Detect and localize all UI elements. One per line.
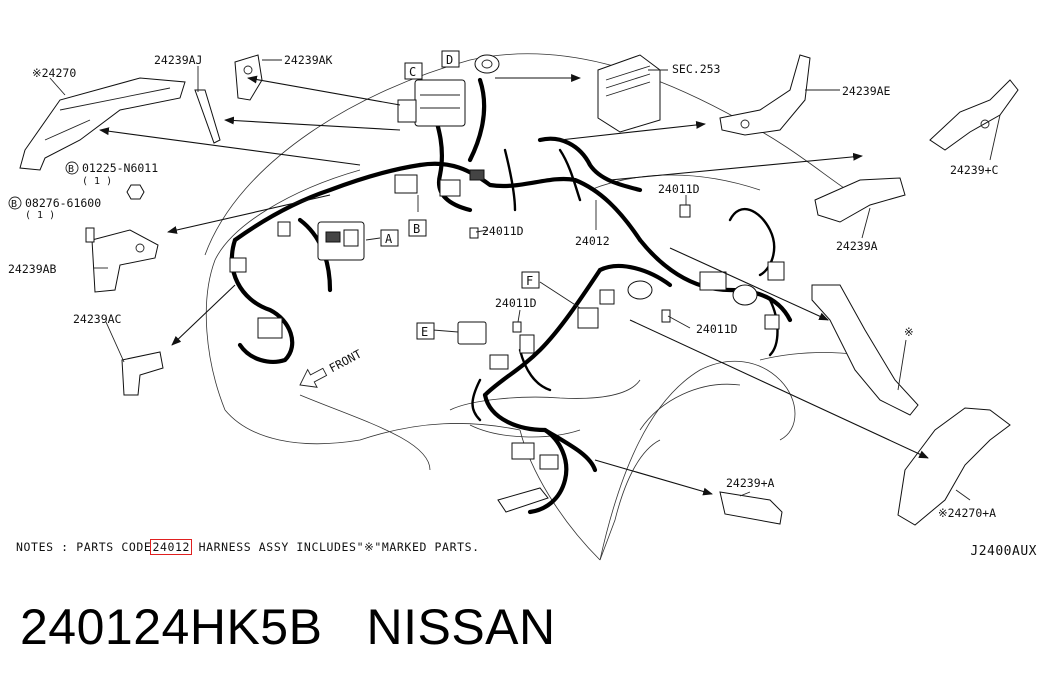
label-24011d-left: 24011D (495, 296, 537, 310)
notes-prefix: NOTES : PARTS CODE (16, 540, 152, 554)
relay-block-a (317, 221, 365, 261)
connector-f (577, 280, 653, 329)
bracket-24239ae (719, 54, 811, 136)
bolt-marker-2: B (11, 199, 17, 210)
harness-diagram: FRONT ※24270 24239AJ 24239AK SEC.253 242… (8, 50, 1019, 561)
bracket-24239ak (234, 54, 263, 101)
bolt-marker-1: B (68, 164, 74, 175)
label-24012: 24012 (575, 234, 610, 248)
left-connectors (229, 221, 291, 339)
label-bolt-08276-qty: ( 1 ) (25, 210, 55, 221)
label-24011d-mid: 24011D (482, 224, 524, 238)
callout-b: B (413, 222, 420, 236)
notes-highlighted-code: 24012 (150, 539, 193, 555)
bracket-24239aj (194, 89, 221, 144)
label-bolt-01225-qty: ( 1 ) (82, 176, 112, 187)
notes-line: NOTES : PARTS CODE24012 HARNESS ASSY INC… (16, 539, 480, 555)
car-body-outline (204, 53, 881, 561)
notes-suffix: HARNESS ASSY INCLUDES"※"MARKED PARTS. (191, 540, 480, 554)
right-connectors (699, 261, 785, 330)
brand-name: NISSAN (366, 599, 556, 655)
label-24239plusa: 24239+A (726, 476, 775, 490)
callout-d: D (446, 53, 453, 67)
grommet-d (474, 54, 500, 74)
callout-e: E (421, 325, 428, 339)
bracket-24239a (814, 177, 906, 223)
label-24011d-top: 24011D (658, 182, 700, 196)
bracket-24270 (19, 77, 186, 171)
lower-connectors (497, 442, 559, 513)
bracket-star-right (811, 284, 919, 416)
leader-arrows (49, 59, 1001, 501)
diagram-id: J2400AUX (970, 544, 1037, 559)
label-24239ac: 24239AC (73, 312, 122, 326)
bracket-24239c (929, 79, 1019, 151)
ecm-module (597, 54, 661, 133)
callout-boxes: A B C D E F (380, 50, 540, 340)
label-24239ak: 24239AK (284, 53, 333, 67)
label-24239a: 24239A (836, 239, 878, 253)
label-sec253: SEC.253 (672, 62, 721, 76)
part-number: 240124HK5B (20, 599, 323, 655)
label-bolt-01225: 01225-N6011 (82, 161, 158, 175)
label-24239aj: 24239AJ (154, 53, 202, 67)
connector-e (457, 321, 535, 370)
bracket-24239ab (91, 229, 159, 293)
label-24270: ※24270 (32, 66, 76, 80)
front-label: FRONT (327, 347, 364, 376)
part-labels: ※24270 24239AJ 24239AK SEC.253 24239AE B… (8, 53, 999, 520)
front-indicator: FRONT (299, 347, 364, 388)
bracket-24239ac (121, 351, 164, 396)
label-24239ab: 24239AB (8, 262, 57, 276)
label-24270a: ※24270+A (938, 506, 996, 520)
callout-a: A (385, 232, 393, 246)
callout-f: F (526, 274, 533, 288)
label-star-part: ※ (904, 325, 914, 339)
bracket-24270a (897, 407, 1011, 526)
label-24011d-right: 24011D (696, 322, 738, 336)
callout-c: C (409, 65, 416, 79)
label-24239ae: 24239AE (842, 84, 891, 98)
bolt-icons (85, 184, 691, 333)
label-24239c: 24239+C (950, 163, 999, 177)
label-bolt-08276: 08276-61600 (25, 196, 101, 210)
connector-cluster-b (394, 169, 485, 197)
bottom-title: 240124HK5B NISSAN (20, 598, 556, 656)
bracket-24239plusa (719, 491, 783, 525)
fuse-block-c (397, 79, 466, 127)
